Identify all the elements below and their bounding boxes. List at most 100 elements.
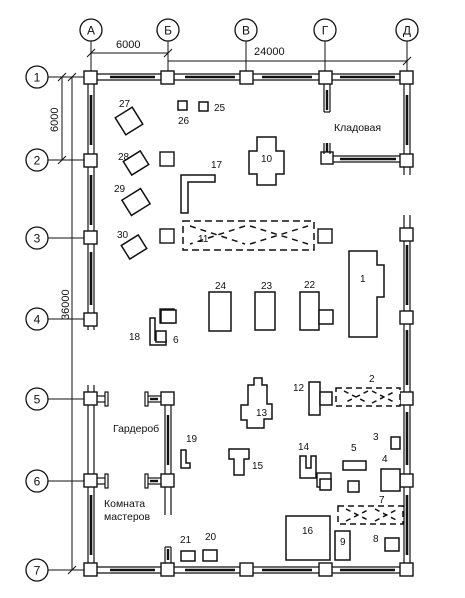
equipment-14-unit xyxy=(319,478,332,491)
equipment-19 xyxy=(180,449,191,469)
column xyxy=(83,70,98,85)
equipment-3 xyxy=(390,436,401,450)
equipment-label-21: 21 xyxy=(180,535,192,546)
doors xyxy=(150,90,396,560)
room-label-storage: Кладовая xyxy=(334,122,381,134)
axis-1-marker: 1 xyxy=(25,65,84,89)
equipment-30 xyxy=(120,233,148,261)
axis-g-marker: Г xyxy=(313,18,337,75)
axis-v-marker: В xyxy=(234,18,258,75)
equipment-12-attachment xyxy=(319,391,333,406)
equipment-label-14: 14 xyxy=(298,442,310,453)
equipment-label-30: 30 xyxy=(117,230,129,241)
equipment-label-28: 28 xyxy=(118,152,130,163)
equipment-label-22: 22 xyxy=(304,280,316,291)
equipment-label-8: 8 xyxy=(373,534,379,545)
axis-d-marker: Д xyxy=(395,18,419,75)
equipment-label-13: 13 xyxy=(256,408,268,419)
column xyxy=(160,473,175,488)
equipment-label-15: 15 xyxy=(252,461,264,472)
axis-5-marker: 5 xyxy=(25,387,84,411)
axis-b-label: Б xyxy=(164,24,172,38)
equipment-label-1: 1 xyxy=(360,274,366,285)
equipment-26 xyxy=(177,100,188,111)
equipment-27 xyxy=(114,106,144,136)
axis-6-marker: 6 xyxy=(25,469,84,493)
dim-tick xyxy=(163,48,173,58)
axis-g-label: Г xyxy=(322,24,329,38)
axis-7-marker: 7 xyxy=(25,558,84,582)
column xyxy=(239,70,254,85)
equipment-label-7: 7 xyxy=(379,495,385,506)
equipment-label-20: 20 xyxy=(205,532,217,543)
equipment-label-4: 4 xyxy=(382,454,388,465)
equipment-label-11: 11 xyxy=(198,234,209,245)
column xyxy=(160,70,175,85)
column xyxy=(83,230,98,245)
equipment-9 xyxy=(334,530,351,561)
axis-v-label: В xyxy=(242,24,250,38)
room-label-wardrobe: Гардероб xyxy=(113,423,159,435)
column xyxy=(83,473,98,488)
axis-d-label: Д xyxy=(403,24,411,38)
column xyxy=(399,473,414,488)
equipment-label-9: 9 xyxy=(340,537,346,548)
equipment-24 xyxy=(208,291,232,332)
column xyxy=(83,153,98,168)
axis-letter-markers: А Б В Г Д xyxy=(79,18,419,75)
equipment-21 xyxy=(180,550,196,562)
equipment-25 xyxy=(198,101,209,112)
axis-4-label: 4 xyxy=(34,313,41,327)
column xyxy=(318,562,333,577)
axis-a-label: А xyxy=(87,24,95,38)
equipment-18-cabinet xyxy=(160,309,177,324)
equipment-label-29: 29 xyxy=(114,184,126,195)
column xyxy=(83,562,98,577)
equipment-4 xyxy=(380,468,401,492)
dim-label-ab: 6000 xyxy=(116,39,140,51)
equipment-label-17: 17 xyxy=(211,160,223,171)
dim-tick xyxy=(67,72,77,82)
equipment-22-attachment xyxy=(318,309,334,325)
column xyxy=(160,391,175,406)
column xyxy=(160,562,175,577)
room-label-masters-line2: мастеров xyxy=(104,511,151,523)
equipment-14 xyxy=(299,455,317,479)
axis-b-marker: Б xyxy=(156,18,180,75)
column xyxy=(320,151,334,165)
dim-tick xyxy=(402,56,412,66)
equipment-1 xyxy=(348,250,385,338)
equipment-label-12: 12 xyxy=(293,383,305,394)
dim-tick xyxy=(57,72,67,82)
equipment-8 xyxy=(384,537,400,552)
equipment-10 xyxy=(248,136,285,186)
axis-number-markers: 1 2 3 4 5 6 7 xyxy=(25,65,84,582)
axis-4-marker: 4 xyxy=(25,307,84,331)
axis-1-label: 1 xyxy=(34,71,41,85)
equipment-12 xyxy=(308,381,321,416)
column xyxy=(399,310,414,325)
equipment-label-16: 16 xyxy=(302,526,314,537)
equipment-label-5: 5 xyxy=(351,443,357,454)
equipment-16 xyxy=(285,515,331,561)
equipment-label-19: 19 xyxy=(186,434,198,445)
column xyxy=(399,227,414,242)
axis-a-marker: А xyxy=(79,18,103,75)
door-sills xyxy=(104,391,149,489)
column xyxy=(83,391,98,406)
dim-tick xyxy=(57,155,67,165)
equipment-label-26: 26 xyxy=(178,116,190,127)
column xyxy=(399,391,414,406)
dimension-lines xyxy=(57,48,412,575)
equipment-23 xyxy=(254,291,276,331)
dim-label-r12: 6000 xyxy=(49,108,61,132)
axis-3-label: 3 xyxy=(34,232,41,246)
equipment-7 xyxy=(337,505,404,525)
equipment-20 xyxy=(202,549,218,562)
equipment-label-25: 25 xyxy=(214,103,226,114)
equipment-2 xyxy=(335,387,401,407)
axis-3-marker: 3 xyxy=(25,226,84,250)
axis-2-marker: 2 xyxy=(25,148,84,172)
dim-label-ad: 24000 xyxy=(254,46,285,58)
